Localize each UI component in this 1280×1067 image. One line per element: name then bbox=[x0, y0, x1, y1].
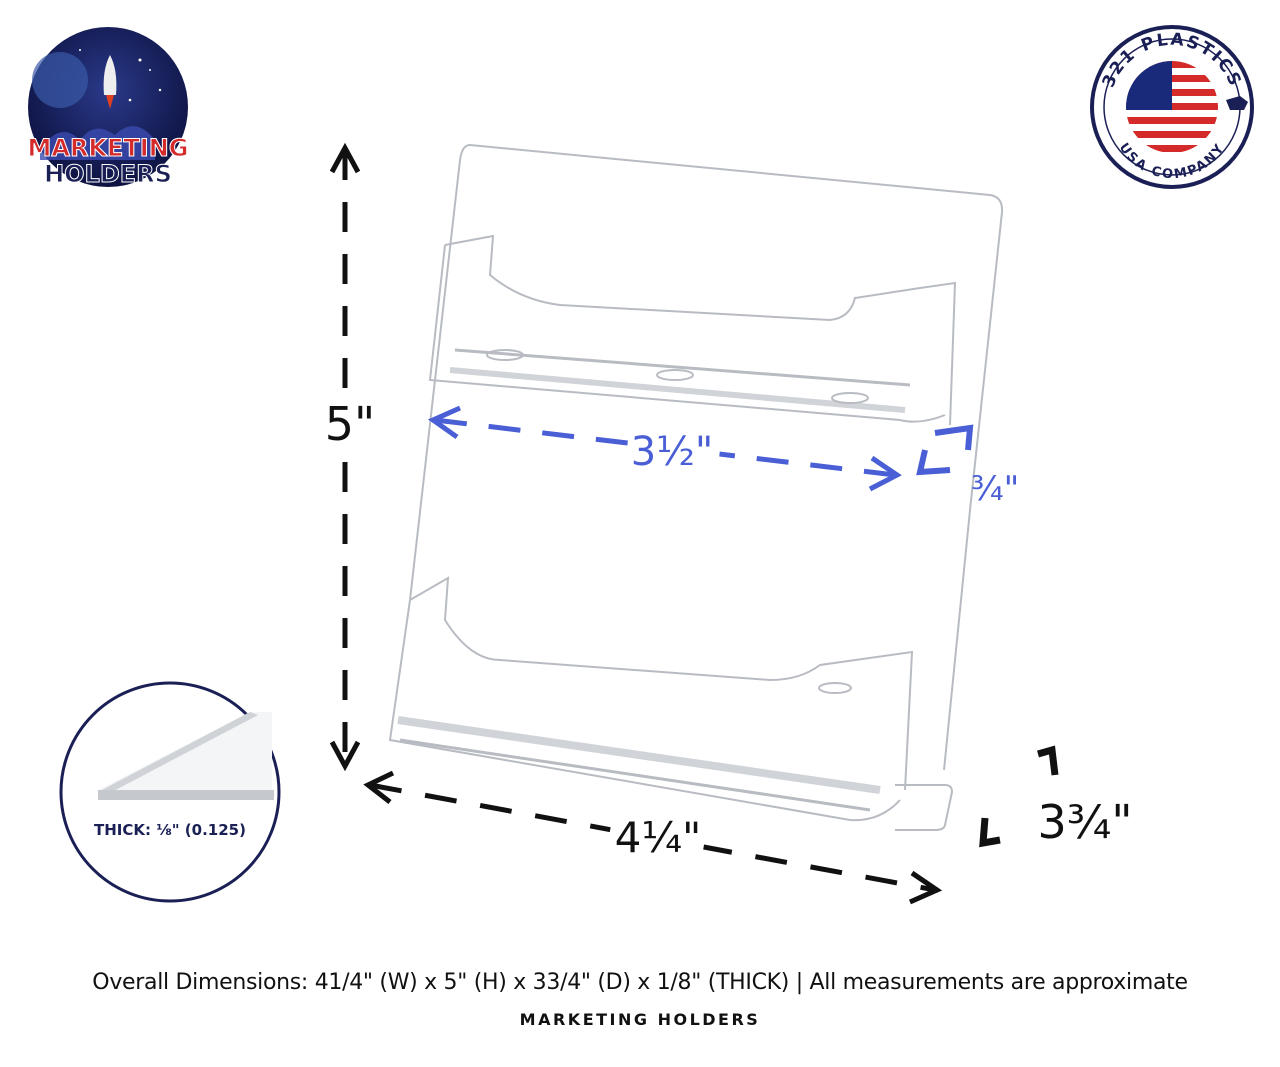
brand-footer: MARKETING HOLDERS bbox=[519, 1010, 761, 1029]
depth-label: 3¾" bbox=[1037, 795, 1132, 849]
thickness-inset: THICK: ⅛" (0.125) bbox=[59, 681, 281, 903]
slot-width-dimension: 3½" bbox=[427, 405, 902, 492]
slot-depth-dimension: ¾" bbox=[916, 424, 1020, 509]
width-dimension: 4¼" bbox=[363, 770, 943, 905]
height-dimension: 5" bbox=[318, 142, 375, 772]
overall-dimensions-caption: Overall Dimensions: 41/4" (W) x 5" (H) x… bbox=[92, 970, 1188, 995]
marketing-holders-logo: MARKETING HOLDERS bbox=[27, 27, 189, 189]
acrylic-card-holder bbox=[388, 144, 1004, 831]
slot-depth-label: ¾" bbox=[971, 469, 1020, 509]
rocket-icon bbox=[103, 55, 117, 95]
321-plastics-usa-badge: 321 PLASTICS USA COMPANY bbox=[1090, 25, 1254, 189]
thickness-label: THICK: ⅛" (0.125) bbox=[94, 821, 246, 839]
logo-text-holders: HOLDERS bbox=[44, 160, 172, 188]
us-flag-icon bbox=[1126, 61, 1218, 153]
usa-map-icon bbox=[1226, 96, 1248, 110]
height-label: 5" bbox=[325, 397, 375, 451]
slot-width-label: 3½" bbox=[631, 429, 714, 475]
logo-text-marketing: MARKETING bbox=[27, 134, 188, 162]
depth-dimension: 3¾" bbox=[979, 745, 1133, 849]
width-label: 4¼" bbox=[615, 813, 702, 862]
